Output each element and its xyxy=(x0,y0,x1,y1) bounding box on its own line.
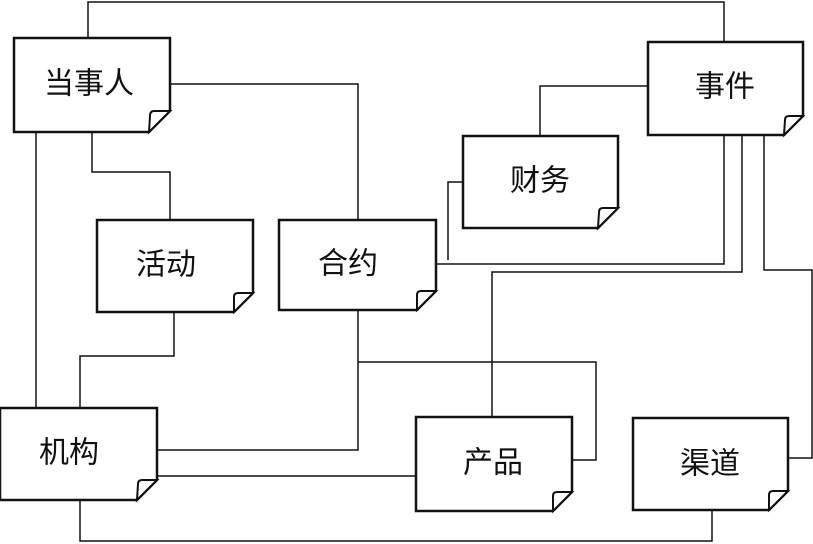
connector-event-finance xyxy=(539,85,648,136)
page-fold-icon xyxy=(768,490,791,513)
connector-finance-contract xyxy=(447,181,463,260)
node-party: 当事人 xyxy=(12,36,173,135)
node-channel: 渠道 xyxy=(631,416,791,513)
node-label: 渠道 xyxy=(680,447,740,482)
connector-event-channel xyxy=(763,135,813,459)
node-finance: 财务 xyxy=(461,134,621,231)
connector-contract-product xyxy=(358,361,597,461)
connector-event-contract xyxy=(436,135,725,265)
node-label: 活动 xyxy=(136,248,196,283)
node-label: 产品 xyxy=(463,446,523,481)
connector-party-contract xyxy=(170,83,359,220)
connectors xyxy=(35,1,813,542)
page-fold-icon xyxy=(416,290,439,313)
page-fold-icon xyxy=(233,292,256,315)
node-event: 事件 xyxy=(646,40,806,138)
page-fold-icon xyxy=(147,110,173,135)
page-fold-icon xyxy=(596,207,621,231)
page-fold-icon xyxy=(135,479,160,503)
node-label: 合约 xyxy=(318,247,378,282)
node-label: 机构 xyxy=(39,436,99,471)
node-activity: 活动 xyxy=(95,218,256,315)
connector-party-event-top xyxy=(87,1,725,42)
node-organization: 机构 xyxy=(0,406,160,503)
node-label: 事件 xyxy=(695,70,755,105)
node-product: 产品 xyxy=(414,415,575,514)
connector-organization-channel-bottom xyxy=(79,500,713,542)
page-fold-icon xyxy=(782,115,806,138)
node-contract: 合约 xyxy=(277,218,439,313)
connector-event-product xyxy=(491,135,743,417)
node-label: 财务 xyxy=(510,164,570,199)
page-fold-icon xyxy=(552,491,575,514)
node-label: 当事人 xyxy=(44,67,134,102)
connector-contract-organization xyxy=(157,310,359,451)
connector-activity-organization xyxy=(79,312,175,408)
connector-party-activity xyxy=(91,132,171,220)
